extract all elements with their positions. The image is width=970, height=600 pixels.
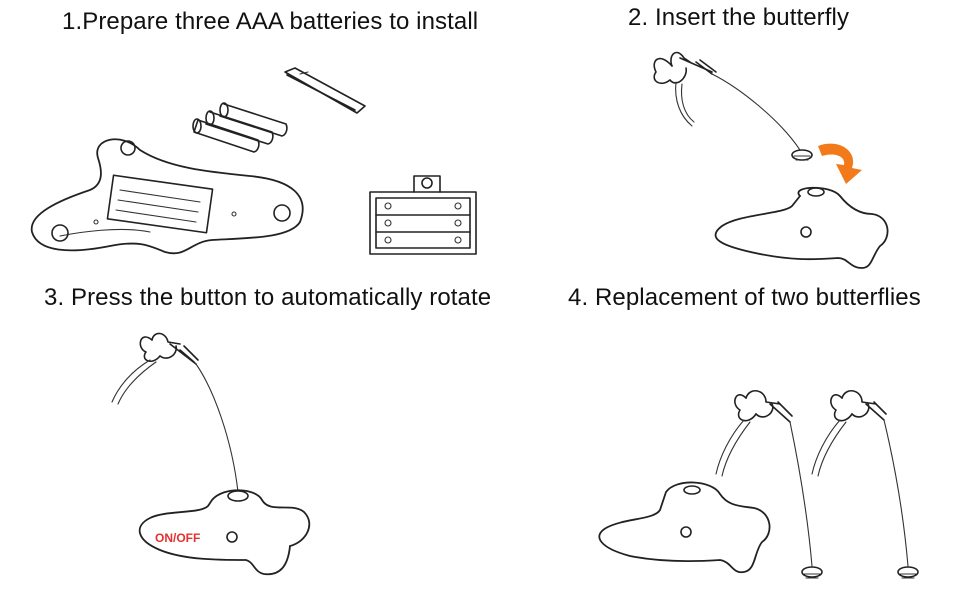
on-off-button-label: ON/OFF <box>155 531 200 545</box>
insert-arrow-icon <box>818 143 862 184</box>
battery-cover <box>284 67 366 114</box>
replacement-butterfly-1 <box>715 390 823 579</box>
aaa-batteries <box>192 102 288 153</box>
power-button[interactable] <box>226 531 238 543</box>
step-4-title: 4. Replacement of two butterflies <box>568 284 921 311</box>
device-with-button: ON/OFF <box>138 489 311 576</box>
device-base <box>598 481 771 574</box>
step-2-illustration <box>653 51 889 269</box>
step-4-illustration <box>598 390 919 579</box>
step-1-illustration <box>30 67 477 255</box>
device-top <box>714 186 889 269</box>
battery-compartment <box>369 175 477 255</box>
butterfly-toy <box>653 51 813 161</box>
step-1-title: 1.Prepare three AAA batteries to install <box>62 8 479 35</box>
step-2-title: 2. Insert the butterfly <box>628 4 850 31</box>
butterfly-toy-rotating <box>111 332 239 493</box>
step-3-illustration: ON/OFF <box>111 332 311 576</box>
device-underside <box>30 138 304 255</box>
replacement-butterfly-2 <box>811 390 919 579</box>
step-3-title: 3. Press the button to automatically rot… <box>44 284 492 311</box>
